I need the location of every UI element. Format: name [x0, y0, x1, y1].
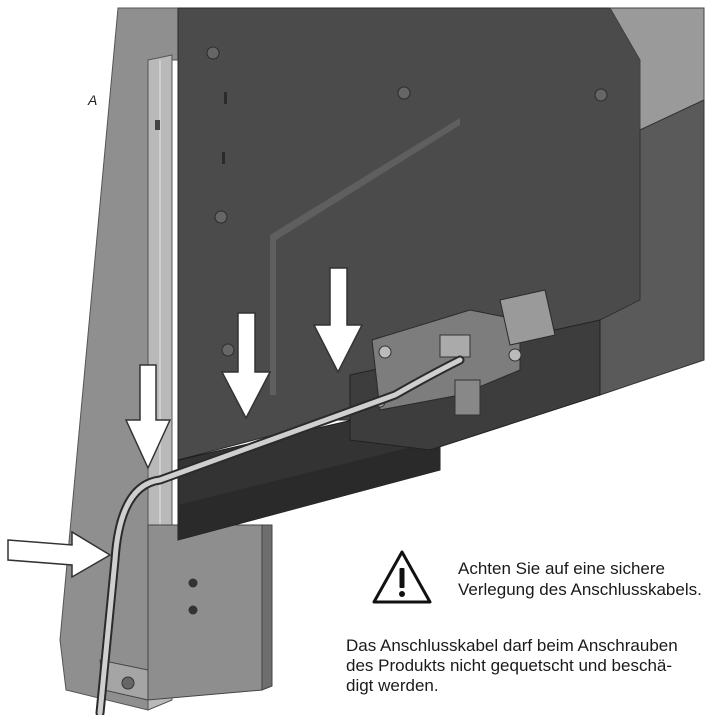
- arrow-right-icon: [7, 530, 112, 579]
- warning-triangle-icon: [372, 550, 432, 604]
- warning-body-line-3: digt werden.: [346, 676, 439, 695]
- warning-body-line-1: Das Anschlusskabel darf beim Anschrauben: [346, 636, 678, 655]
- lower-bracket: [99, 524, 273, 701]
- warning-body-line-2: des Produkts nicht gequetscht und beschä…: [346, 656, 673, 675]
- arrow-down-1-icon: [124, 364, 172, 470]
- warning-title: Achten Sie auf eine sichere Verlegung de…: [458, 558, 711, 600]
- warning-title-line-2: Verlegung des Anschlusskabels.: [458, 580, 702, 599]
- arrow-down-2-icon: [220, 312, 272, 420]
- arrow-down-3-icon: [312, 267, 364, 374]
- warning-title-line-1: Achten Sie auf eine sichere: [458, 559, 665, 578]
- connection-cable: [95, 355, 465, 715]
- part-label-a: A: [88, 92, 98, 108]
- warning-body: Das Anschlusskabel darf beim Anschrauben…: [346, 636, 711, 696]
